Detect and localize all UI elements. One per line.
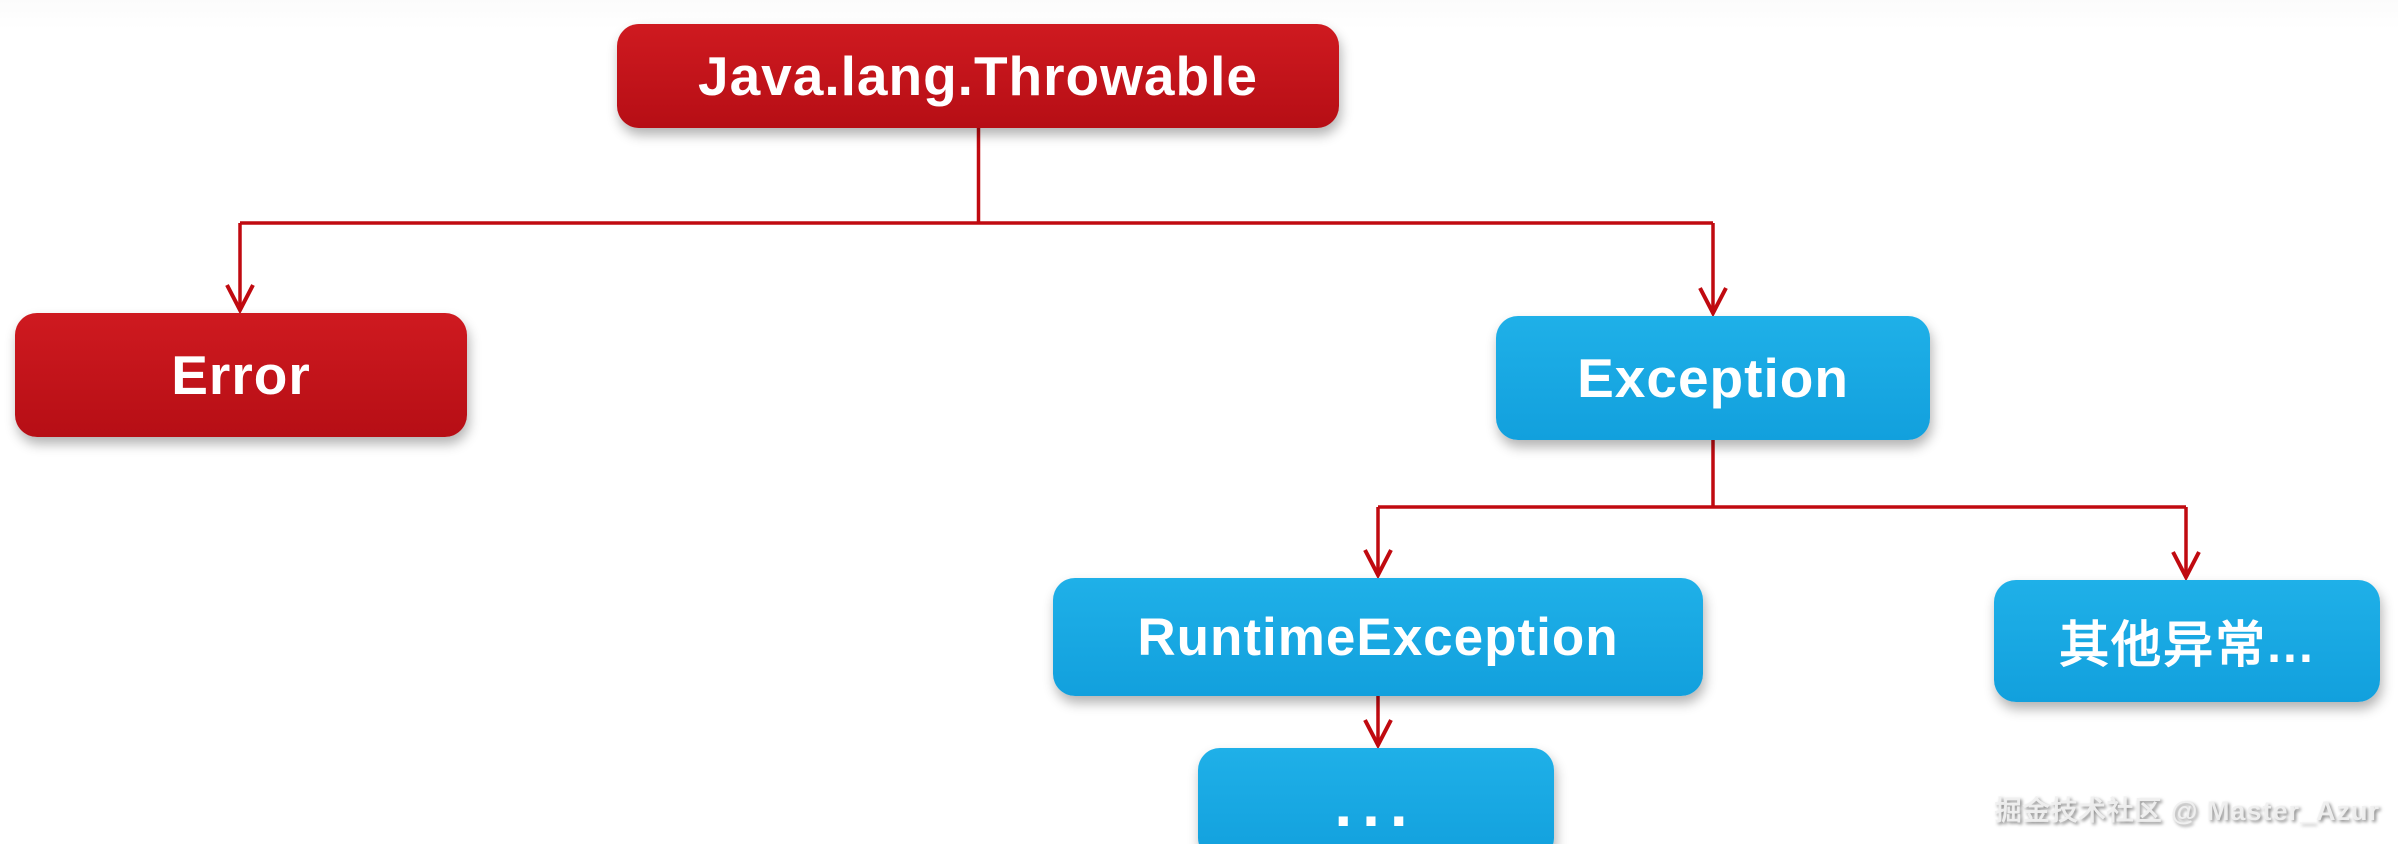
arrowhead-exception xyxy=(1698,287,1728,318)
node-other-exceptions: 其他异常... xyxy=(1994,580,2380,702)
node-exception: Exception xyxy=(1496,316,1930,440)
node-error: Error xyxy=(15,313,467,437)
arrowhead-other xyxy=(2171,551,2201,582)
arrowhead-error xyxy=(225,284,255,315)
arrowhead-ellipsis xyxy=(1363,719,1393,750)
node-ellipsis: ... xyxy=(1198,748,1554,844)
node-java-lang-throwable: Java.lang.Throwable xyxy=(617,24,1339,128)
node-runtime-exception: RuntimeException xyxy=(1053,578,1703,696)
arrowhead-runtime xyxy=(1363,549,1393,580)
watermark-text: 掘金技术社区 @ Master_Azur xyxy=(1994,796,2380,826)
